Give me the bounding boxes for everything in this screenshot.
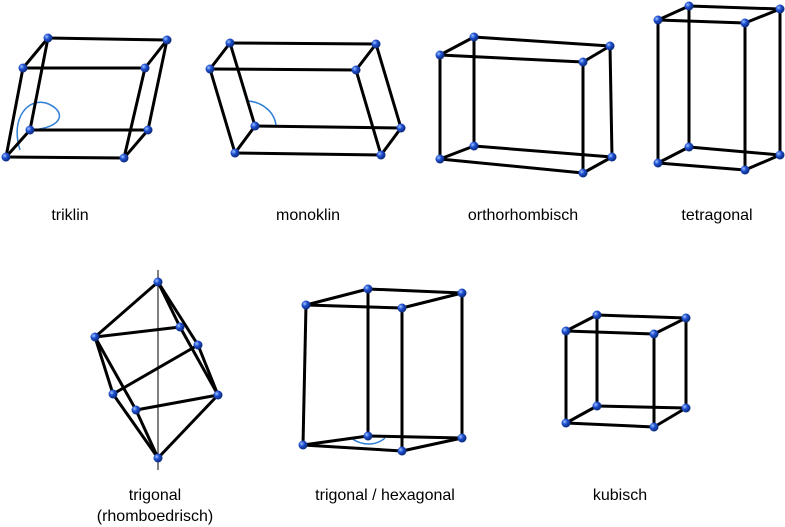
edges-trigonal — [93, 280, 220, 460]
edges-triclinic — [4, 36, 169, 160]
angle-mark-triclinic — [16, 101, 61, 151]
edges-hexagonal — [301, 287, 464, 453]
atoms-cubic — [561, 310, 691, 432]
label-orthorhombic: orthorhombisch — [468, 207, 578, 224]
angle-mark-monoclinic — [247, 100, 277, 127]
atoms-triclinic — [1, 33, 172, 163]
edges-orthorhombic — [438, 35, 614, 175]
lattice-orthorhombic — [435, 32, 617, 178]
lattice-cubic — [561, 310, 691, 432]
edges-cubic — [564, 313, 688, 429]
label-tetragonal: tetragonal — [681, 207, 752, 224]
atoms-tetragonal — [653, 1, 785, 175]
lattice-monoclinic — [205, 38, 406, 160]
lattice-hexagonal — [298, 284, 467, 456]
atoms-orthorhombic — [435, 32, 617, 178]
lattice-triclinic — [1, 33, 172, 163]
lattice-trigonal — [90, 270, 223, 470]
lattice-tetragonal — [653, 1, 785, 175]
label-cubic: kubisch — [593, 487, 647, 504]
atoms-monoclinic — [205, 38, 406, 160]
atoms-hexagonal — [298, 284, 467, 456]
angle-mark-hexagonal — [350, 437, 386, 445]
label-trigonal-sub: (rhomboedrisch) — [97, 508, 213, 525]
label-trigonal: trigonal — [129, 487, 181, 504]
atoms-trigonal — [90, 277, 223, 463]
label-triclinic: triklin — [51, 207, 88, 224]
label-hexagonal: trigonal / hexagonal — [315, 487, 455, 504]
edges-monoclinic — [208, 41, 403, 157]
label-monoclinic: monoklin — [276, 207, 340, 224]
edges-tetragonal — [656, 4, 782, 172]
